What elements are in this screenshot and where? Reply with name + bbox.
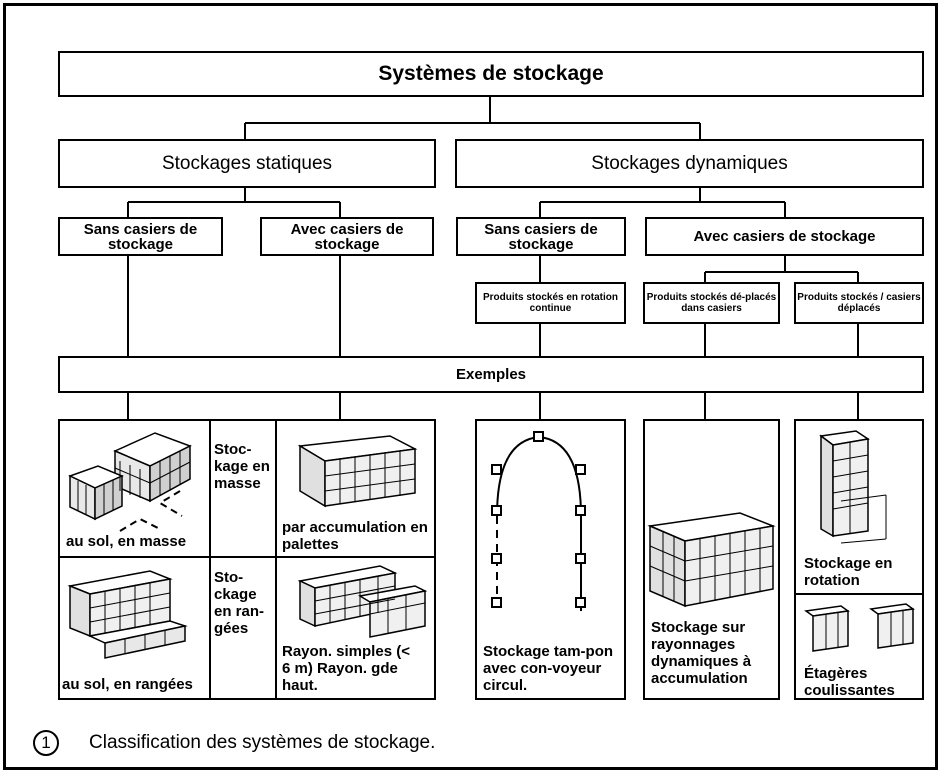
figure-number: 1 (41, 733, 51, 752)
static-without-racks-node: Sans casiers de stockage (58, 217, 223, 256)
pallet-accumulation-icon (297, 435, 418, 508)
floor-mass-label: au sol, en masse (66, 533, 187, 550)
examples-label: Exemples (455, 366, 527, 383)
figure-number-badge: 1 (33, 730, 59, 756)
conveyor-loop-icon (491, 431, 586, 611)
sliding-shelves-icon (804, 603, 915, 652)
static-storage-label: Stockages statiques (161, 152, 333, 174)
simple-shelving-icon (297, 565, 428, 638)
moved-in-racks-label: Produits stockés dé-placés dans casiers (646, 292, 777, 314)
rotation-continue-node: Produits stockés en rotation continue (475, 282, 626, 324)
root-node: Systèmes de stockage (58, 51, 924, 97)
racks-moved-label: Produits stockés / casiers déplacés (797, 292, 921, 314)
dynamic-racks-icon (647, 512, 776, 608)
buffer-storage-label: Stockage tam-pon avec con-voyeur circul. (483, 643, 614, 694)
rotation-panel: Stockage en rotation Étagères coulissant… (794, 419, 924, 700)
dynamic-racks-panel: Stockage sur rayonnages dynamiques à acc… (643, 419, 780, 700)
dynamic-racks-label: Stockage sur rayonnages dynamiques à acc… (651, 619, 752, 687)
caption: 1 Classification des systèmes de stockag… (33, 728, 435, 758)
moved-in-racks-node: Produits stockés dé-placés dans casiers (643, 282, 780, 324)
conveyor-panel: Stockage tam-pon avec con-voyeur circul. (475, 419, 626, 700)
dynamic-with-racks-label: Avec casiers de stockage (693, 228, 876, 245)
static-with-racks-label: Avec casiers de stockage (290, 220, 404, 253)
rows-side-label: Sto-ckage en ran-gées (214, 569, 265, 637)
static-storage-node: Stockages statiques (58, 139, 436, 188)
shelving-label: Rayon. simples (< 6 m) Rayon. gde haut. (282, 643, 410, 694)
dynamic-storage-label: Stockages dynamiques (591, 152, 788, 174)
rotation-drawing (796, 430, 922, 652)
static-examples-panel: Stoc-kage en masse au sol, en masse par … (58, 419, 436, 700)
dynamic-with-racks-node: Avec casiers de stockage (645, 217, 924, 256)
caption-text: Classification des systèmes de stockage. (89, 732, 436, 753)
sliding-shelves-label: Étagères coulissantes (804, 665, 895, 699)
floor-rows-label: au sol, en rangées (62, 676, 193, 693)
static-without-racks-label: Sans casiers de stockage (83, 220, 198, 253)
figure-frame (3, 3, 938, 770)
rotation-continue-label: Produits stockés en rotation continue (482, 292, 619, 314)
racks-moved-node: Produits stockés / casiers déplacés (794, 282, 924, 324)
pallets-label: par accumulation en palettes (282, 519, 428, 553)
root-label: Systèmes de stockage (378, 62, 604, 85)
dynamic-without-racks-label: Sans casiers de stockage (484, 220, 598, 253)
rotation-rack-icon (819, 430, 870, 538)
examples-bar: Exemples (58, 356, 924, 393)
rotation-label: Stockage en rotation (804, 555, 893, 589)
dynamic-storage-node: Stockages dynamiques (455, 139, 924, 188)
dynamic-without-racks-node: Sans casiers de stockage (456, 217, 626, 256)
static-examples-drawing (60, 421, 434, 698)
mass-side-label: Stoc-kage en masse (214, 441, 270, 492)
static-with-racks-node: Avec casiers de stockage (260, 217, 434, 256)
